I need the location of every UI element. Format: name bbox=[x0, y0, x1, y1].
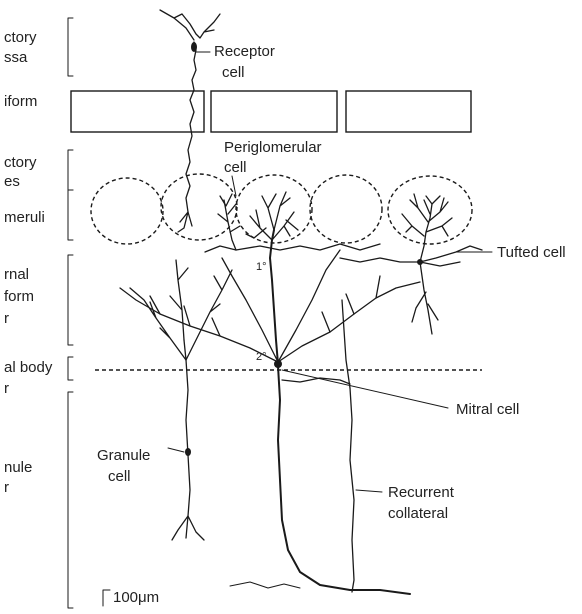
bracket-glomeruli bbox=[68, 190, 73, 240]
mitral-label: Mitral cell bbox=[456, 401, 519, 418]
bracket-olfactory-nerves bbox=[68, 150, 73, 190]
granule-leader bbox=[168, 448, 184, 452]
cribriform-block-1 bbox=[71, 91, 204, 132]
layer-label-fossa-1: ctory bbox=[4, 29, 37, 46]
granule-cell bbox=[130, 260, 232, 540]
mitral-cell bbox=[120, 192, 420, 594]
glomeruli bbox=[91, 174, 472, 244]
glomerulus-1 bbox=[91, 178, 163, 244]
primary-dendrite-marker: 1° bbox=[256, 261, 267, 273]
glomerulus-4 bbox=[310, 175, 382, 243]
periglomerular-label-2: cell bbox=[224, 159, 247, 176]
cribriform-block-2 bbox=[211, 91, 337, 132]
granule-label-1: Granule bbox=[97, 447, 150, 464]
layer-label-nerves-1: ctory bbox=[4, 154, 37, 171]
recurrent-leader bbox=[356, 490, 382, 492]
recurrent-label-1: Recurrent bbox=[388, 484, 455, 501]
receptor-label-1: Receptor bbox=[214, 43, 275, 60]
layer-label-granule-2: r bbox=[4, 479, 9, 496]
scale-bar bbox=[103, 590, 110, 606]
tufted-cell bbox=[340, 194, 482, 334]
bracket-external-plexiform bbox=[68, 255, 73, 345]
layer-label-granule-1: nule bbox=[4, 459, 32, 476]
layer-label-fossa-2: ssa bbox=[4, 49, 28, 66]
cribriform-plate bbox=[71, 91, 471, 132]
layer-label-external-3: r bbox=[4, 310, 9, 327]
receptor-label-2: cell bbox=[222, 64, 245, 81]
bracket-granule bbox=[68, 392, 73, 608]
layer-label-glomeruli: meruli bbox=[4, 209, 45, 226]
bracket-mitral-body bbox=[68, 357, 73, 380]
periglomerular-cell bbox=[205, 194, 380, 252]
mitral-leader bbox=[282, 370, 448, 408]
layer-labels: ctory ssa iform ctory es meruli rnal for… bbox=[4, 29, 53, 496]
recurrent-collateral bbox=[282, 300, 354, 592]
periglomerular-label-1: Periglomerular bbox=[224, 139, 322, 156]
scale-bar-label: 100μm bbox=[113, 589, 159, 606]
bottom-fiber bbox=[230, 582, 300, 588]
layer-label-mitral-1: al body bbox=[4, 359, 53, 376]
periglomerular-leader bbox=[232, 176, 236, 196]
layer-label-mitral-2: r bbox=[4, 380, 9, 397]
bracket-olfactory-fossa bbox=[68, 18, 73, 76]
layer-label-nerves-2: es bbox=[4, 173, 20, 190]
cribriform-block-3 bbox=[346, 91, 471, 132]
secondary-dendrite-marker: 2° bbox=[256, 351, 267, 363]
granule-label-2: cell bbox=[108, 468, 131, 485]
recurrent-label-2: collateral bbox=[388, 505, 448, 522]
layer-label-cribriform: iform bbox=[4, 93, 37, 110]
layer-label-external-1: rnal bbox=[4, 266, 29, 283]
glomerulus-5 bbox=[388, 176, 472, 244]
layer-label-external-2: form bbox=[4, 288, 34, 305]
tufted-label: Tufted cell bbox=[497, 244, 566, 261]
